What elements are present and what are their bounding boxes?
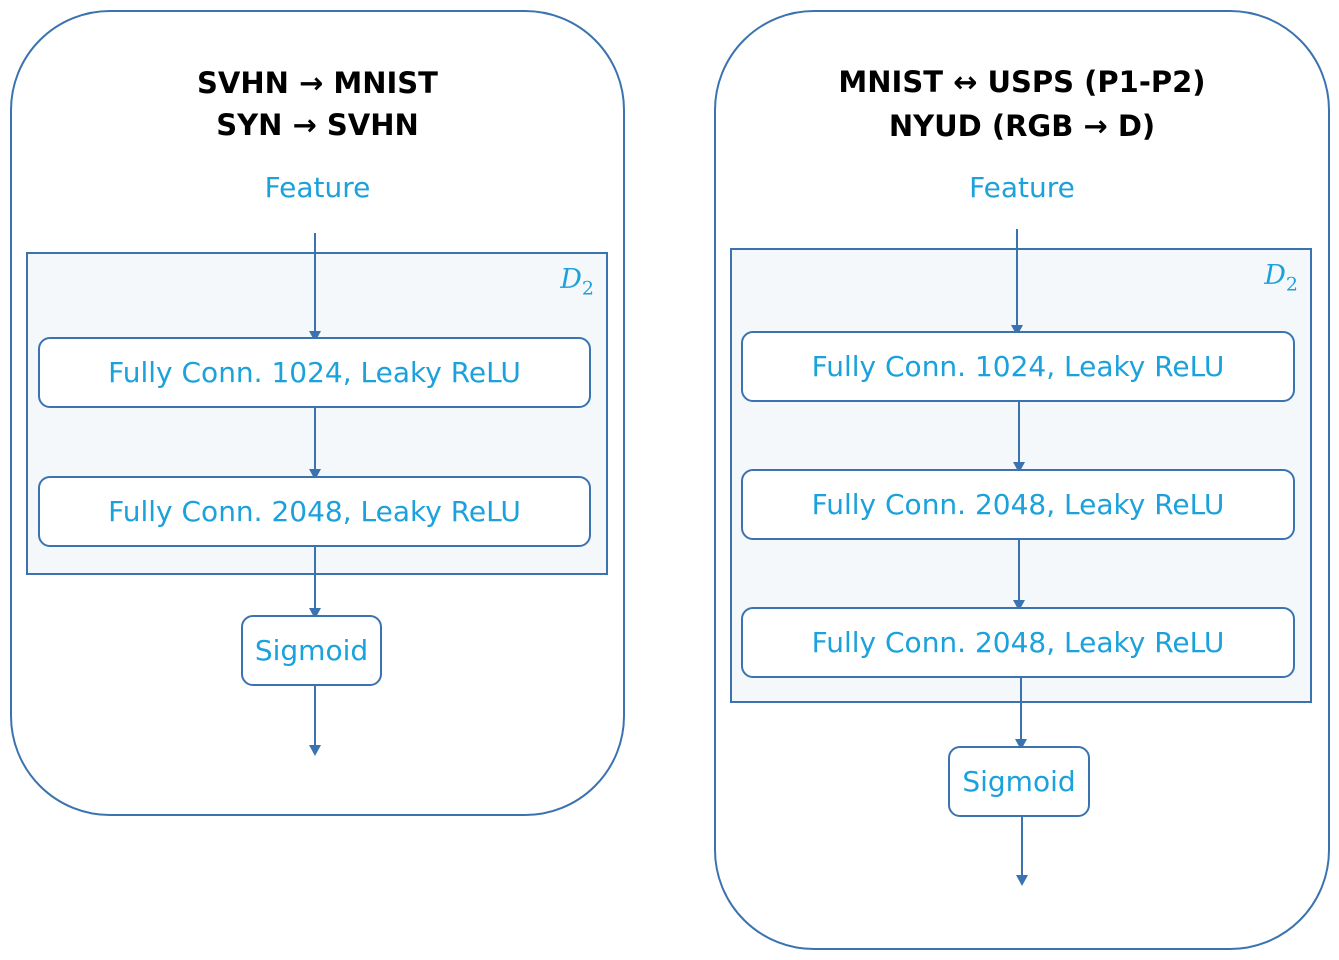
right-layer-sigmoid: Sigmoid (948, 746, 1090, 817)
right-arrow-fc2-to-fc3 (1013, 540, 1025, 611)
right-layer-fc1024: Fully Conn. 1024, Leaky ReLU (741, 331, 1295, 402)
right-arrow-output (1016, 817, 1028, 886)
left-arrow-fc2-to-sigmoid (309, 547, 321, 619)
left-layer-fc2048: Fully Conn. 2048, Leaky ReLU (38, 476, 591, 547)
left-architecture-panel: SVHN → MNIST SYN → SVHN Feature D2 Fully… (10, 10, 625, 816)
right-d2-label: D2 (1264, 260, 1298, 296)
left-feature-label: Feature (264, 171, 371, 204)
right-arrow-fc1-to-fc2 (1013, 402, 1025, 473)
left-arrow-fc1-to-fc2 (309, 408, 321, 480)
left-panel-title-line1: SVHN → MNIST (197, 66, 438, 100)
left-panel-title-line2: SYN → SVHN (216, 108, 419, 142)
right-panel-title-line1: MNIST ↔ USPS (P1-P2) (838, 65, 1206, 99)
left-arrow-feature-to-fc1 (309, 233, 321, 342)
right-architecture-panel: MNIST ↔ USPS (P1-P2) NYUD (RGB → D) Feat… (714, 10, 1330, 950)
right-layer-fc2048-a: Fully Conn. 2048, Leaky ReLU (741, 469, 1295, 540)
right-layer-fc2048-b: Fully Conn. 2048, Leaky ReLU (741, 607, 1295, 678)
right-feature-label: Feature (969, 171, 1075, 204)
right-arrow-fc3-to-sigmoid (1015, 678, 1027, 750)
right-panel-title-line2: NYUD (RGB → D) (888, 109, 1156, 143)
left-layer-fc1024: Fully Conn. 1024, Leaky ReLU (38, 337, 591, 408)
left-layer-sigmoid: Sigmoid (241, 615, 382, 686)
left-arrow-output (309, 686, 321, 756)
left-d2-label: D2 (560, 264, 594, 300)
right-arrow-feature-to-fc1 (1011, 229, 1023, 336)
